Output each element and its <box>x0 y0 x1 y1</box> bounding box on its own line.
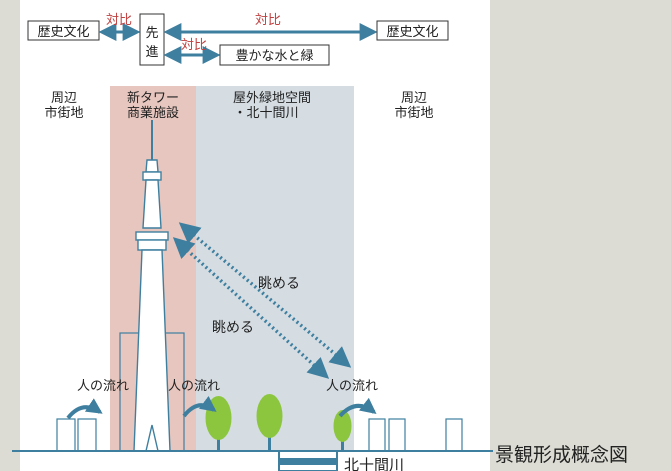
zone-tower-label-line1: 新タワー <box>127 90 179 106</box>
history-culture-left-label: 歴史文化 <box>37 25 89 40</box>
people-flow-label-right: 人の流れ <box>326 379 378 394</box>
buildings-right <box>368 418 463 452</box>
zone-tower-label-line2: 商業施設 <box>127 105 179 121</box>
zone-open-label-line2: ・北十間川 <box>233 106 298 121</box>
diagram-caption: 景観形成概念図 <box>495 444 629 466</box>
water-green-label: 豊かな水と緑 <box>235 49 313 64</box>
contrast-label-right: 対比 <box>255 13 281 28</box>
zone-left-label-line1: 周辺 <box>51 91 77 106</box>
view-label-upper: 眺める <box>258 276 300 292</box>
pioneer-label-line2: 進 <box>145 45 158 60</box>
people-flow-arrow-right <box>338 397 377 418</box>
water-green-box <box>219 44 330 66</box>
view-arrow-lower <box>172 237 330 379</box>
river-label: 北十間川 <box>344 456 404 471</box>
people-flow-arrow-center <box>182 395 217 418</box>
river-water <box>279 458 337 465</box>
history-culture-right-label: 歴史文化 <box>386 25 438 40</box>
zone-right-label-line1: 周辺 <box>401 91 427 106</box>
history-culture-box-right <box>376 20 449 41</box>
tree-2 <box>256 394 283 451</box>
tree-3 <box>333 410 352 451</box>
zone-open-label-line1: 屋外緑地空間 <box>233 91 311 106</box>
people-flow-arrow-left <box>66 398 103 420</box>
sky-tower <box>133 120 171 452</box>
buildings-left <box>56 418 97 452</box>
zone-right-label-line2: 市街地 <box>394 105 433 121</box>
contrast-label-left: 対比 <box>106 13 132 28</box>
people-flow-label-center: 人の流れ <box>168 379 220 394</box>
pioneer-label-line1: 先 <box>145 26 158 41</box>
zone-left-label-line2: 市街地 <box>44 105 83 121</box>
view-label-lower: 眺める <box>212 320 254 336</box>
contrast-label-lower: 対比 <box>181 38 207 53</box>
people-flow-label-left: 人の流れ <box>77 379 129 394</box>
